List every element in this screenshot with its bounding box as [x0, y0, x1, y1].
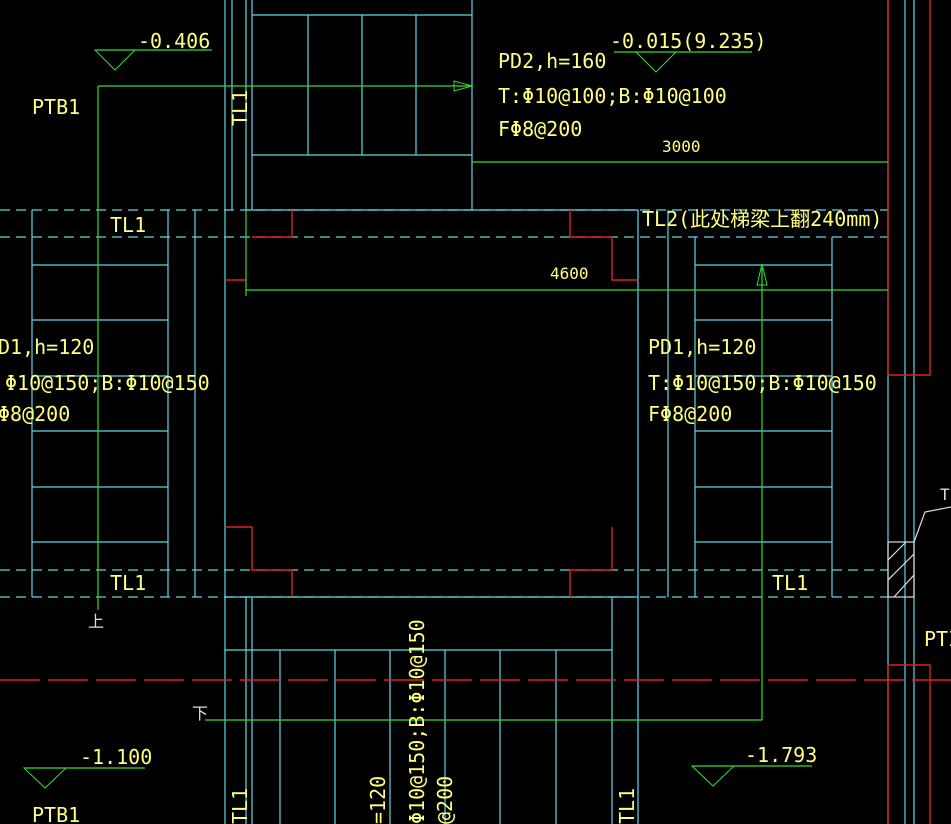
- down-mark: 下: [192, 704, 208, 723]
- tl1-label-lower-right: TL1: [772, 571, 808, 595]
- elevation-label-bottom-right: -1.793: [745, 743, 817, 767]
- structural-lines: [0, 0, 915, 824]
- tl1-vertical-label-upper: TL1: [228, 90, 252, 126]
- elevation-label-top-right: -0.015(9.235): [610, 29, 767, 53]
- pd1-right-reinforcement: T:Φ10@150;B:Φ10@150: [648, 371, 877, 395]
- pd2-distribution: FΦ8@200: [498, 117, 582, 141]
- vertical-height-text: =120: [366, 776, 390, 824]
- pd1-right-distribution: FΦ8@200: [648, 402, 732, 426]
- elevation-label-bottom-left: -1.100: [80, 745, 152, 769]
- tl1-vertical-label-lower-left: TL1: [228, 788, 252, 824]
- ptb1-label-top: PTB1: [32, 95, 80, 119]
- column-hatch: [887, 506, 951, 598]
- ptb-partial-label: PTI: [924, 627, 951, 651]
- dimension-3000: 3000: [662, 137, 701, 156]
- dimension-4600: 4600: [550, 264, 589, 283]
- tl1-label-lower-left: TL1: [110, 571, 146, 595]
- pd1-left-reinforcement: Φ10@150;B:Φ10@150: [5, 371, 210, 395]
- pd1-left-name: D1,h=120: [0, 335, 94, 359]
- pd2-name: PD2,h=160: [498, 49, 606, 73]
- ptb1-label-bottom: PTB1: [32, 803, 80, 824]
- tl1-label-upper-left: TL1: [110, 213, 146, 237]
- green-leaders: [22, 49, 888, 789]
- tl2-label: TL2(此处梯梁上翻240mm): [642, 207, 882, 231]
- pd1-right-name: PD1,h=120: [648, 335, 756, 359]
- edge-t-mark: T: [940, 485, 950, 504]
- vertical-distribution-text: @200: [433, 776, 457, 824]
- up-mark: 上: [88, 612, 104, 631]
- tl1-vertical-label-lower-right: TL1: [615, 788, 639, 824]
- pd2-reinforcement: T:Φ10@100;B:Φ10@100: [498, 84, 727, 108]
- vertical-reinforcement-text: Φ10@150;B:Φ10@150: [405, 619, 429, 824]
- elevation-label-top-left: -0.406: [138, 29, 210, 53]
- pd1-left-distribution: Φ8@200: [0, 402, 70, 426]
